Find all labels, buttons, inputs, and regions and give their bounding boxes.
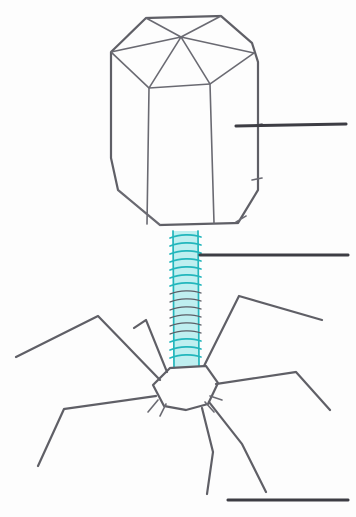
- head-leader-line: [236, 124, 346, 126]
- head-side-faces: [118, 84, 214, 225]
- tail-fiber-right-middle: [216, 372, 330, 410]
- tail-fiber-right-lower: [209, 402, 266, 492]
- label-leader-lines: [200, 124, 348, 500]
- tail-fiber-left-short: [134, 320, 167, 372]
- phage-head: [111, 16, 262, 225]
- phage-tail: [170, 231, 201, 368]
- base-plate-outline: [153, 366, 218, 410]
- tail-fiber-left-lower: [38, 396, 156, 466]
- phage-base-plate: [148, 366, 222, 416]
- tail-fiber-center-lower: [202, 408, 213, 494]
- tail-fiber-right-upper: [204, 296, 322, 366]
